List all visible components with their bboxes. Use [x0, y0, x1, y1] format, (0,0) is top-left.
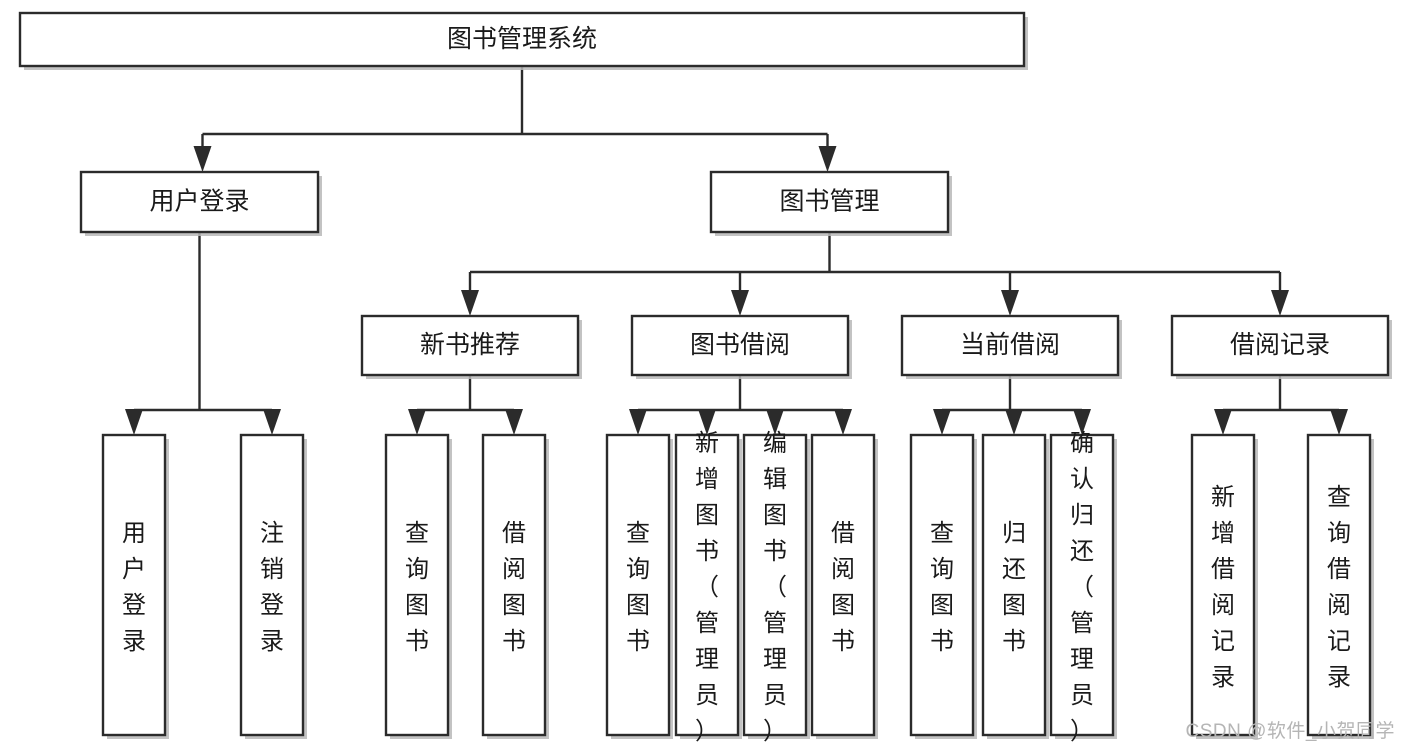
node-label: 借阅图书: [502, 520, 526, 655]
node-leaf-2[interactable]: 查询图书: [384, 433, 452, 739]
node-rect[interactable]: [1306, 433, 1372, 737]
node-label: 归还图书: [1002, 520, 1026, 655]
arrow-head-down: [1001, 290, 1019, 316]
node-leaf-11[interactable]: 新增借阅记录: [1190, 433, 1258, 739]
node-leaf-5[interactable]: 新增图书（管理员）: [674, 430, 742, 745]
node-rect[interactable]: [360, 314, 580, 377]
node-rect[interactable]: [909, 433, 975, 737]
node-label: 图书管理: [779, 188, 879, 216]
node-rect[interactable]: [239, 433, 305, 737]
node-leaf-8[interactable]: 查询图书: [909, 433, 977, 739]
node-rect[interactable]: [79, 170, 320, 234]
node-label: 查询图书: [930, 520, 954, 655]
node-label: 查询图书: [626, 520, 650, 655]
node-rect[interactable]: [900, 314, 1120, 377]
node-rect[interactable]: [674, 433, 740, 737]
node-rect[interactable]: [605, 433, 671, 737]
arrow-head-down: [731, 290, 749, 316]
node-label: 借阅记录: [1230, 331, 1330, 359]
node-level2-1[interactable]: 图书管理: [709, 170, 952, 236]
node-boxes: 图书管理系统用户登录图书管理新书推荐图书借阅当前借阅借阅记录用户登录注销登录查询…: [18, 11, 1392, 745]
arrow-heads: [125, 146, 1348, 435]
node-label: 图书管理系统: [447, 25, 597, 53]
node-label: 图书借阅: [690, 331, 790, 359]
csdn-watermark: CSDN @软件_小贺同学: [1185, 721, 1395, 742]
arrow-head-down: [933, 409, 951, 435]
arrow-head-down: [698, 409, 716, 435]
arrow-head-down: [834, 409, 852, 435]
node-leaf-12[interactable]: 查询借阅记录: [1306, 433, 1374, 739]
arrow-head-down: [766, 409, 784, 435]
node-leaf-9[interactable]: 归还图书: [981, 433, 1049, 739]
node-rect[interactable]: [1049, 433, 1115, 737]
node-leaf-1[interactable]: 注销登录: [239, 433, 307, 739]
node-level3-2[interactable]: 当前借阅: [900, 314, 1122, 379]
node-leaf-0[interactable]: 用户登录: [101, 433, 169, 739]
node-rect[interactable]: [384, 433, 450, 737]
node-label: 注销登录: [260, 520, 284, 655]
node-label: 新增借阅记录: [1211, 484, 1235, 691]
arrow-head-down: [505, 409, 523, 435]
node-rect[interactable]: [981, 433, 1047, 737]
arrow-head-down: [1214, 409, 1232, 435]
arrow-head-down: [1330, 409, 1348, 435]
node-label: 编辑图书（管理员）: [763, 430, 787, 745]
arrow-head-down: [193, 146, 212, 172]
node-label: 借阅图书: [831, 520, 855, 655]
node-rect[interactable]: [101, 433, 167, 737]
arrow-head-down: [263, 409, 281, 435]
node-label: 查询借阅记录: [1327, 484, 1351, 691]
node-leaf-7[interactable]: 借阅图书: [810, 433, 878, 739]
node-leaf-4[interactable]: 查询图书: [605, 433, 673, 739]
arrow-head-down: [1005, 409, 1023, 435]
node-label: 新书推荐: [420, 331, 520, 359]
node-level3-3[interactable]: 借阅记录: [1170, 314, 1392, 379]
node-label: 查询图书: [405, 520, 429, 655]
arrow-head-down: [125, 409, 143, 435]
arrow-head-down: [818, 146, 837, 172]
node-label: 用户登录: [122, 520, 146, 655]
node-rect[interactable]: [481, 433, 547, 737]
arrow-head-down: [1073, 409, 1091, 435]
node-leaf-10[interactable]: 确认归还（管理员）: [1049, 430, 1117, 745]
node-leaf-3[interactable]: 借阅图书: [481, 433, 549, 739]
node-level2-0[interactable]: 用户登录: [79, 170, 322, 236]
arrow-head-down: [461, 290, 479, 316]
node-rect[interactable]: [1170, 314, 1390, 377]
node-rect[interactable]: [1190, 433, 1256, 737]
node-rect[interactable]: [630, 314, 850, 377]
arrow-head-down: [408, 409, 426, 435]
arrow-head-down: [629, 409, 647, 435]
node-rect[interactable]: [742, 433, 808, 737]
node-label: 用户登录: [149, 188, 249, 216]
node-level3-1[interactable]: 图书借阅: [630, 314, 852, 379]
node-label: 新增图书（管理员）: [695, 430, 719, 745]
node-label: 确认归还（管理员）: [1070, 430, 1094, 745]
node-rect[interactable]: [810, 433, 876, 737]
node-rect[interactable]: [18, 11, 1026, 68]
node-leaf-6[interactable]: 编辑图书（管理员）: [742, 430, 810, 745]
node-label: 当前借阅: [960, 331, 1060, 359]
node-rect[interactable]: [709, 170, 950, 234]
node-level3-0[interactable]: 新书推荐: [360, 314, 582, 379]
node-root-0[interactable]: 图书管理系统: [18, 11, 1028, 70]
arrow-head-down: [1271, 290, 1289, 316]
